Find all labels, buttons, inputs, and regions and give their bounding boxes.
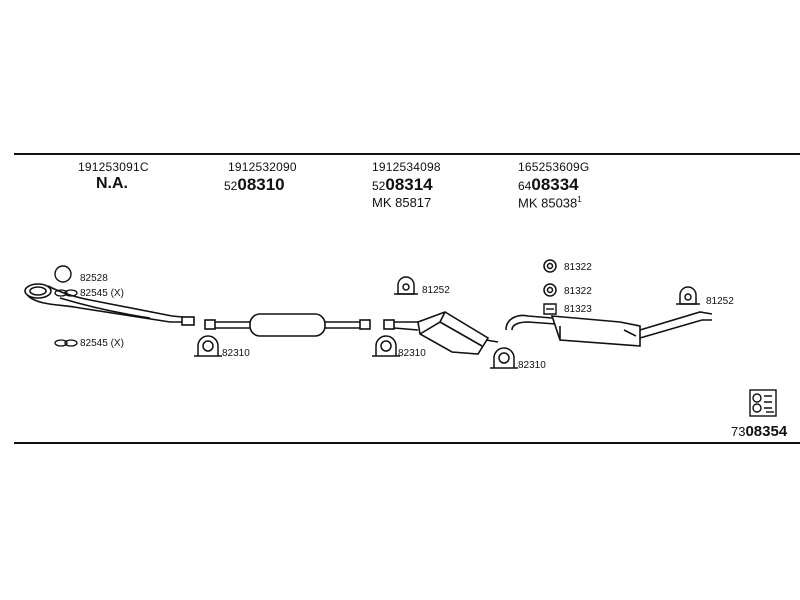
part-label-82310-b: 82310 xyxy=(398,348,426,359)
front-pipe-icon xyxy=(24,283,195,326)
part-label-81252-b: 81252 xyxy=(706,296,734,307)
article-number-3: 5208314 xyxy=(372,175,433,195)
oem-number-4: 165253609G xyxy=(518,160,590,174)
article-prefix-4: 64 xyxy=(518,179,532,193)
kit-article-main: 08354 xyxy=(745,423,788,440)
part-label-82310-c: 82310 xyxy=(518,360,546,371)
mk-number-3: MK 85817 xyxy=(372,195,432,210)
gasket-icon xyxy=(54,265,72,283)
kit-article-number: 7308354 xyxy=(731,423,787,440)
mk-number-4: MK 850381 xyxy=(518,195,582,210)
article-number-4: 6408334 xyxy=(518,175,579,195)
part-label-82545-b: 82545 (X) xyxy=(80,338,124,349)
rear-silencer-icon xyxy=(505,311,713,347)
part-label-82528: 82528 xyxy=(80,273,108,284)
rubber-ring-icon xyxy=(543,259,557,273)
kit-article-prefix: 73 xyxy=(731,424,746,439)
oem-number-3: 1912534098 xyxy=(372,160,441,174)
article-number-1: N.A. xyxy=(96,175,128,192)
part-label-82310-a: 82310 xyxy=(222,348,250,359)
rubber-mount-icon xyxy=(543,303,557,315)
oem-number-2: 1912532090 xyxy=(228,160,297,174)
rubber-ring-icon xyxy=(543,283,557,297)
part-label-81322-b: 81322 xyxy=(564,286,592,297)
article-main-2: 08310 xyxy=(237,175,285,194)
rubber-mount-icon xyxy=(394,276,418,295)
article-main-4: 08334 xyxy=(531,175,579,194)
rubber-mount-icon xyxy=(676,286,700,305)
part-label-82545-a: 82545 (X) xyxy=(80,288,124,299)
article-number-2: 5208310 xyxy=(224,175,285,195)
oem-number-1: 191253091C xyxy=(78,160,149,174)
silencer-icon xyxy=(383,311,499,355)
article-prefix-2: 52 xyxy=(224,179,238,193)
top-rule xyxy=(14,153,800,155)
middle-silencer-icon xyxy=(204,313,371,337)
part-label-81252-a: 81252 xyxy=(422,285,450,296)
mk-number-4-text: MK 85038 xyxy=(518,195,578,211)
article-main-3: 08314 xyxy=(385,175,433,194)
clamp-icon xyxy=(194,335,222,357)
spring-clamp-icon xyxy=(54,339,78,347)
part-label-81323: 81323 xyxy=(564,304,592,315)
part-label-81322-a: 81322 xyxy=(564,262,592,273)
clamp-icon xyxy=(490,347,518,369)
bottom-rule xyxy=(14,442,800,444)
mk-number-4-sup: 1 xyxy=(577,195,582,204)
clamp-icon xyxy=(372,335,400,357)
spring-clamp-icon xyxy=(54,289,78,297)
mounting-kit-icon xyxy=(749,389,777,417)
article-prefix-3: 52 xyxy=(372,179,386,193)
